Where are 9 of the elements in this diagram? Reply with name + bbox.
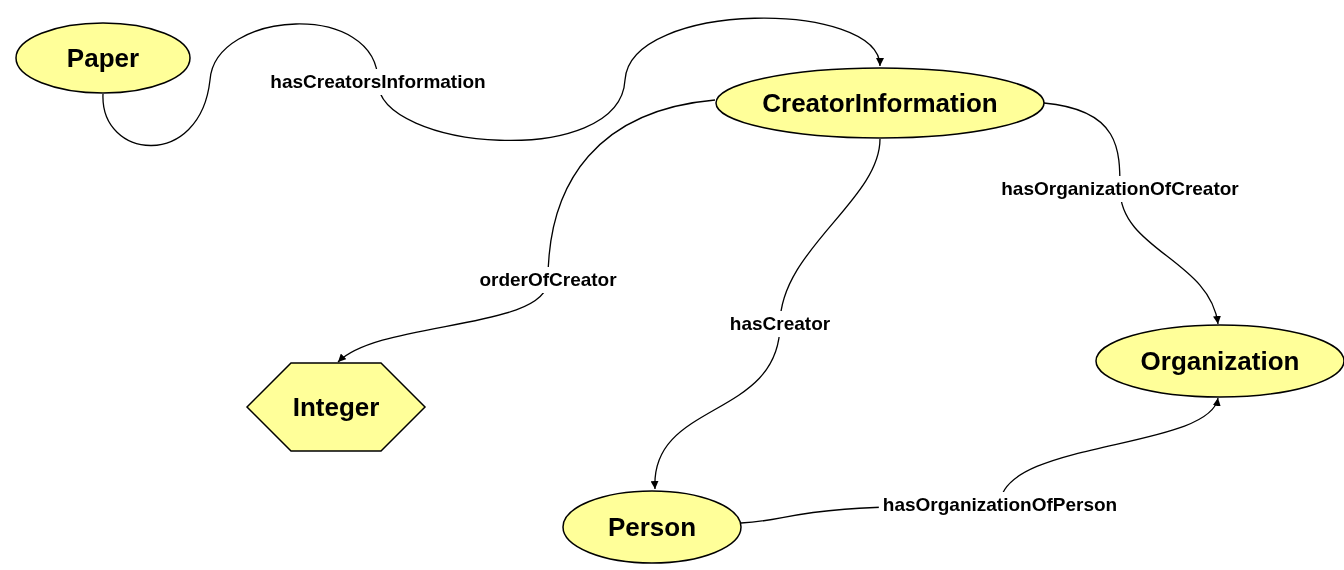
node-label: Organization xyxy=(1140,345,1300,377)
node-label: Paper xyxy=(66,42,140,74)
curved-arrow xyxy=(337,99,716,363)
curved-arrow xyxy=(651,138,881,490)
curved-arrow xyxy=(102,17,882,147)
node-label: Person xyxy=(607,511,697,543)
node-label: CreatorInformation xyxy=(762,87,998,119)
node-label: Integer xyxy=(292,391,380,423)
curved-arrow xyxy=(1043,102,1220,325)
